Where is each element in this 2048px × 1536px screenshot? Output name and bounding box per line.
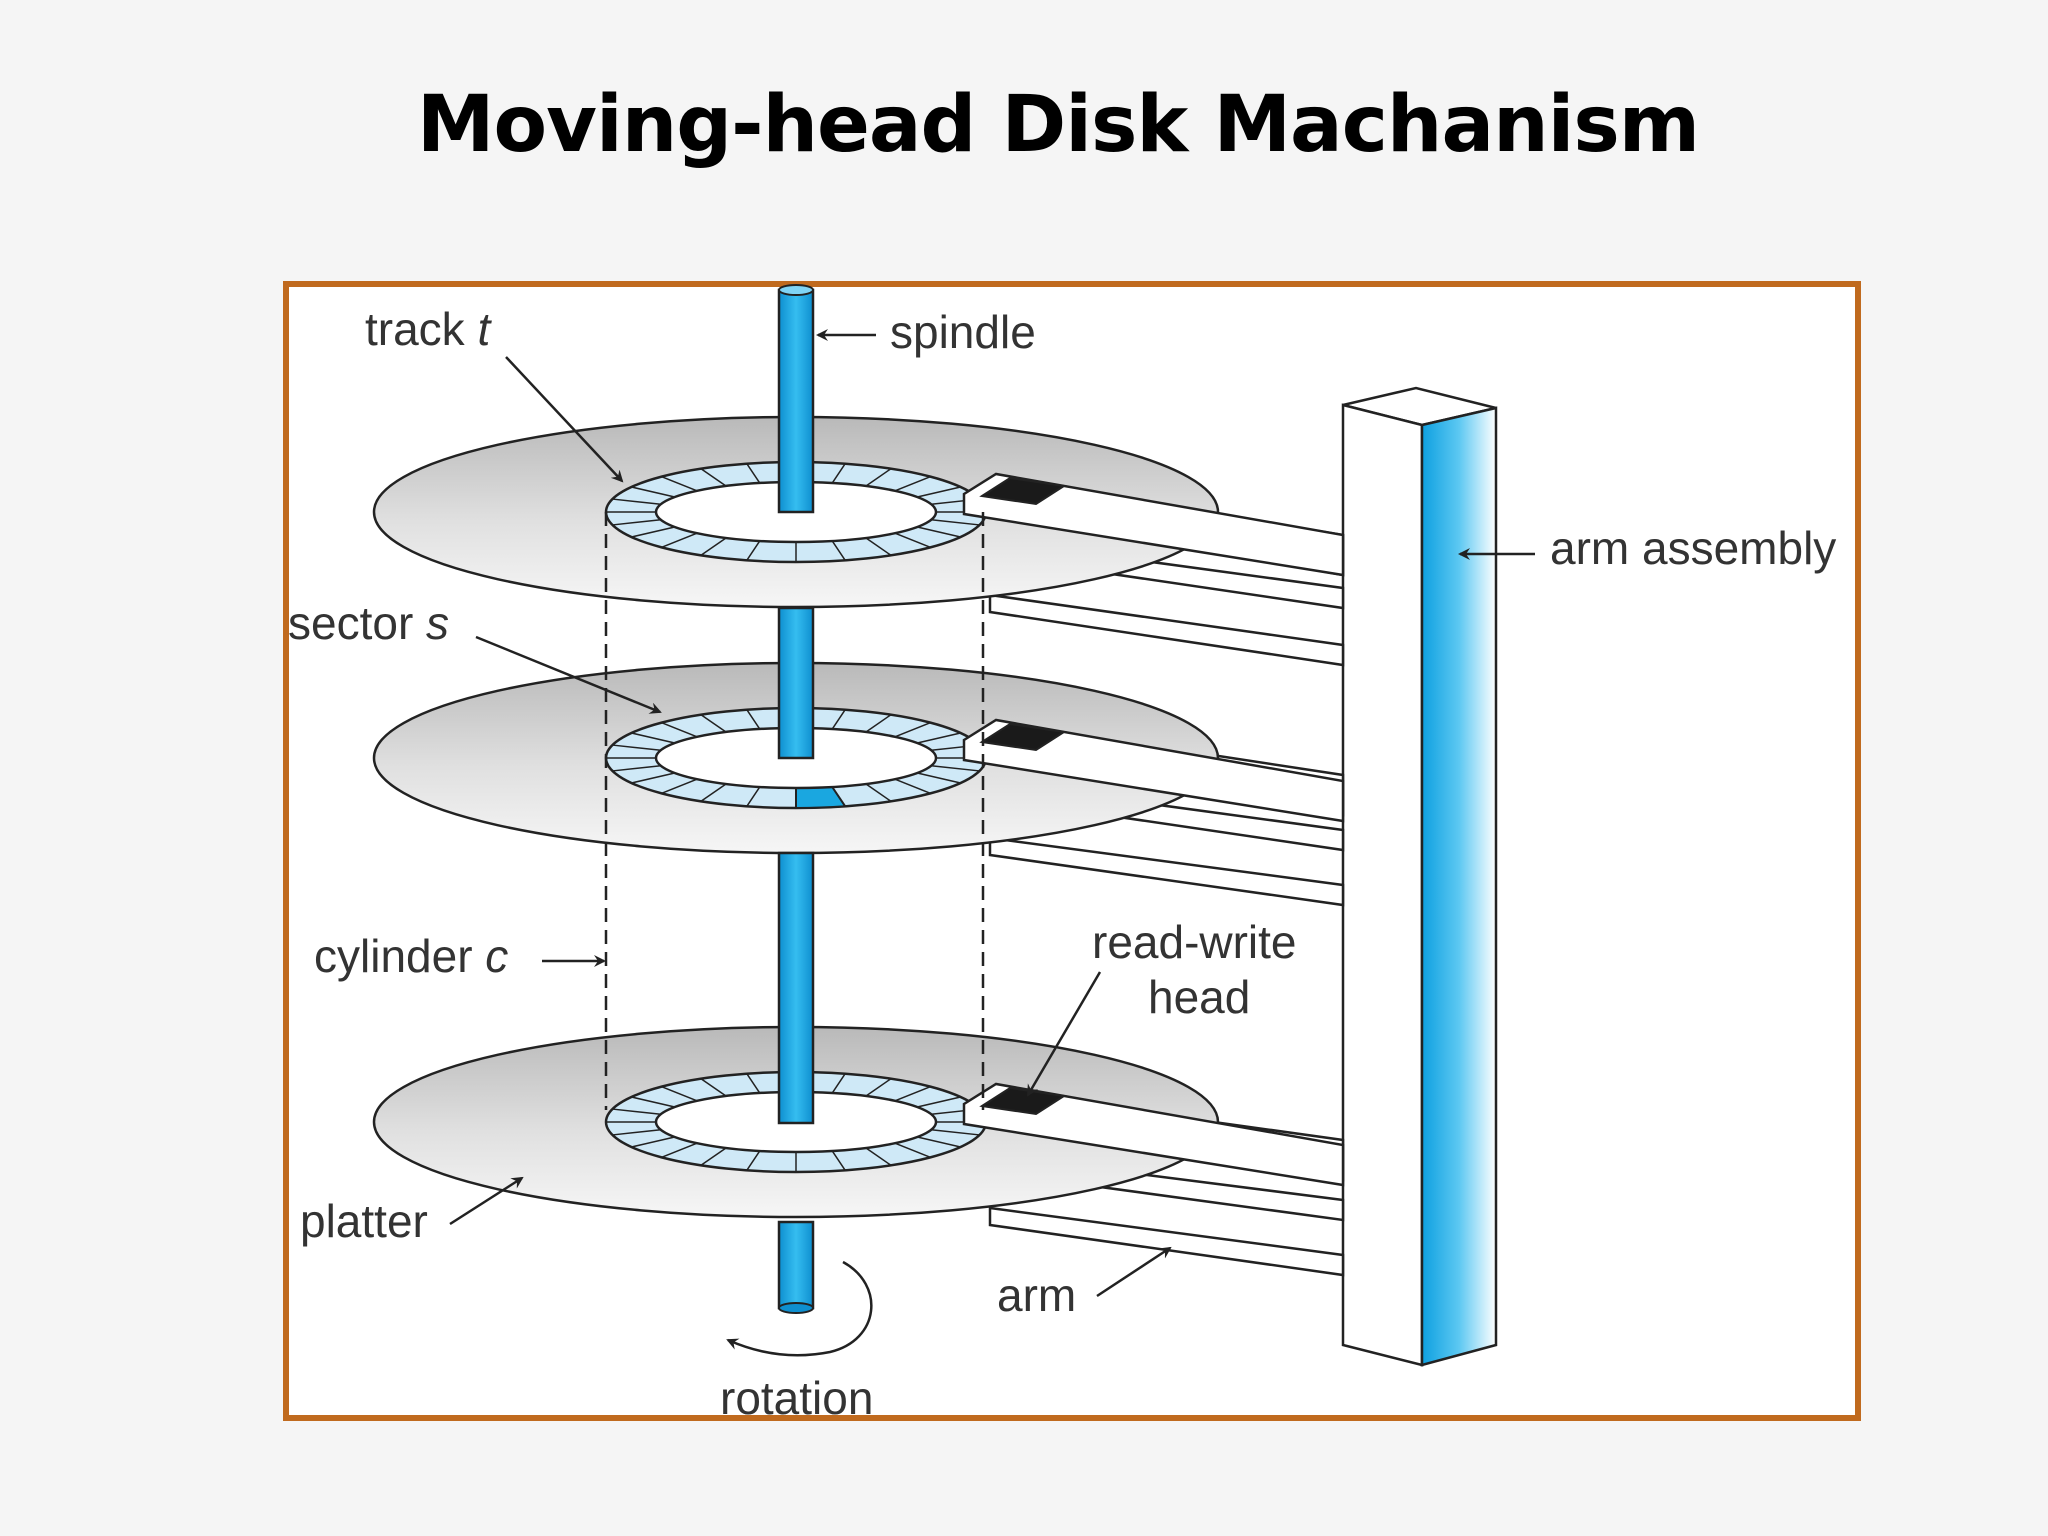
slide-title: Moving-head Disk Machanism [416, 80, 1700, 170]
label-sector: sector s [288, 597, 449, 649]
label-spindle: spindle [890, 306, 1036, 358]
read-write-head [962, 718, 1345, 823]
rotation-arrow [726, 1260, 873, 1357]
label-track: track t [365, 303, 492, 355]
label-rotation: rotation [720, 1372, 873, 1424]
label-read-write: read-write [1092, 916, 1297, 968]
read-write-head [962, 472, 1345, 577]
cylinder-outline [604, 512, 985, 1110]
spindle [777, 284, 815, 1125]
read-write-heads [962, 472, 1345, 1187]
arm-assembly [1341, 386, 1498, 1367]
label-arm-assembly: arm assembly [1550, 522, 1836, 574]
pointer-arrows [449, 329, 1535, 1298]
label-head: head [1148, 971, 1250, 1023]
label-arm: arm [997, 1269, 1076, 1321]
spindle-bottom [777, 1220, 815, 1310]
read-write-head [962, 1082, 1345, 1187]
label-cylinder: cylinder c [314, 930, 508, 982]
label-platter: platter [300, 1195, 428, 1247]
